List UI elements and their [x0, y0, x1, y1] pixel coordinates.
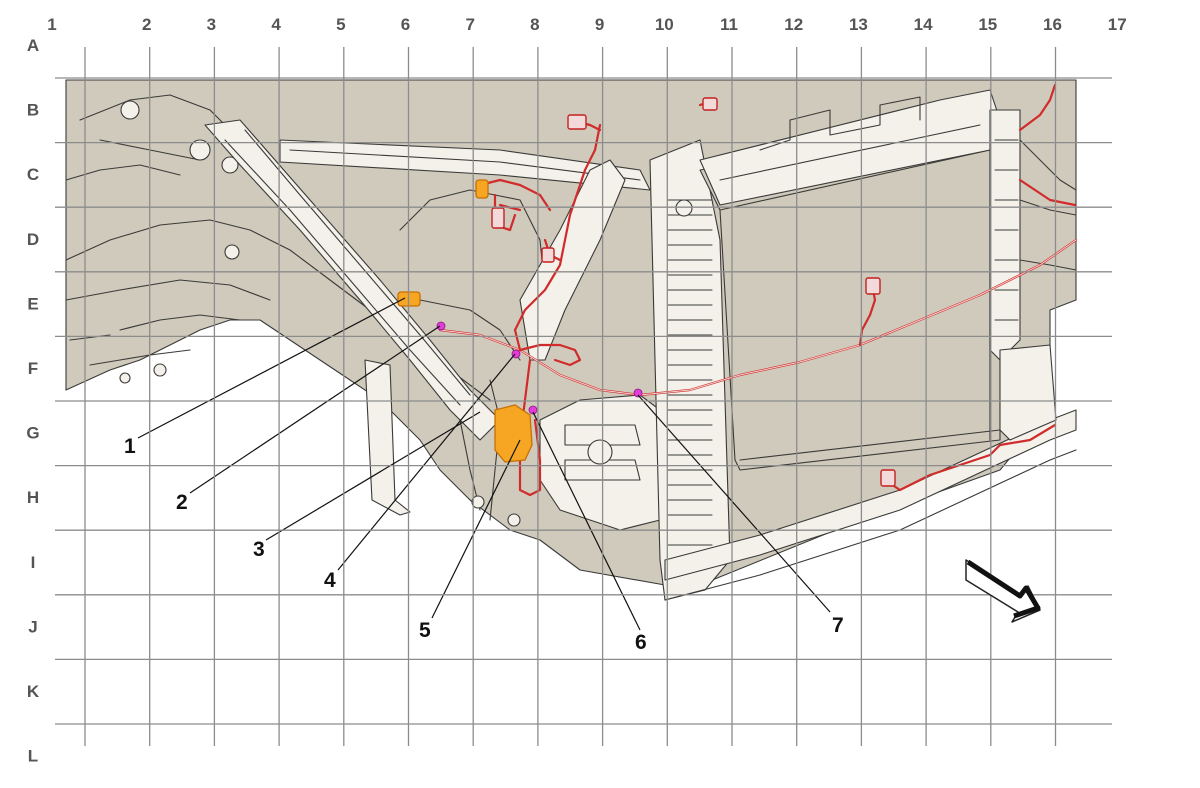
harness-branch-lower-right	[883, 423, 1057, 492]
right-tank-fins	[994, 139, 1019, 321]
connector-red-c8	[491, 207, 505, 229]
column-label: 3	[207, 15, 216, 34]
mount-hole	[471, 495, 485, 509]
column-label: 9	[595, 15, 604, 34]
callout-label-4: 4	[324, 569, 336, 592]
tray-hole	[587, 439, 613, 465]
column-label: 8	[530, 15, 539, 34]
column-label: 12	[784, 15, 803, 34]
column-label: 15	[978, 15, 997, 34]
callout-label-6: 6	[635, 631, 647, 654]
connector-orange-c8	[475, 179, 489, 199]
column-label: 7	[465, 15, 474, 34]
column-label: 14	[914, 15, 933, 34]
mount-hole	[153, 363, 167, 377]
column-label: 10	[655, 15, 674, 34]
connector-red-d9	[541, 247, 555, 263]
connector-red-b11	[702, 97, 718, 111]
column-label: 11	[720, 15, 738, 34]
row-labels: A B C D E F G H I J K L	[26, 36, 39, 766]
harness-branch-upper	[513, 123, 602, 352]
callout-label-2: 2	[176, 491, 188, 514]
leader-1	[137, 297, 406, 439]
leader-6	[532, 411, 641, 631]
front-direction-arrow-icon	[965, 559, 1041, 623]
right-upper-structure	[1019, 139, 1077, 271]
connector-red-b9	[567, 114, 587, 130]
right-lower-bracket	[999, 344, 1057, 441]
column-label: 4	[271, 15, 281, 34]
mount-hole	[119, 372, 131, 384]
row-label: G	[26, 424, 39, 443]
mount-hole	[507, 513, 521, 527]
right-side-tank	[989, 109, 1021, 361]
callout-labels: 1 2 3 4 5 6 7	[124, 435, 844, 654]
row-label: D	[27, 230, 39, 249]
row-label: E	[27, 294, 38, 313]
leader-3	[265, 411, 481, 541]
harness-branch-right-up	[1018, 83, 1077, 207]
row-label: C	[27, 165, 39, 184]
row-label: I	[31, 553, 36, 572]
mount-hole	[189, 139, 211, 161]
row-label: H	[27, 488, 39, 507]
connector-orange-g8	[494, 404, 533, 463]
mount-hole	[224, 244, 240, 260]
leader-7	[637, 394, 831, 613]
callout-label-3: 3	[253, 538, 265, 561]
column-label: 1	[47, 15, 56, 34]
vertical-bracket	[364, 359, 411, 516]
pin-magenta-f7	[436, 321, 446, 331]
lower-tray-slot	[564, 424, 641, 481]
reference-grid	[55, 47, 1112, 746]
upper-cross-beam	[279, 139, 651, 191]
row-label: L	[28, 747, 38, 766]
radiator-fins	[667, 199, 713, 546]
leader-4	[337, 353, 516, 571]
harness-branch-f8	[518, 343, 582, 367]
callout-label-1: 1	[124, 435, 136, 458]
lower-bumper-beam	[664, 409, 1077, 581]
connector-red-h14	[880, 469, 896, 487]
vehicle-view	[65, 79, 1077, 601]
column-label: 5	[336, 15, 345, 34]
mount-hole	[120, 100, 140, 120]
frame-rail-edge	[224, 129, 471, 406]
column-label: 16	[1043, 15, 1062, 34]
row-label: B	[27, 101, 39, 120]
row-label: K	[27, 682, 40, 701]
row-label: F	[28, 359, 38, 378]
mount-hole	[221, 156, 239, 174]
callout-label-5: 5	[419, 619, 431, 642]
callout-label-7: 7	[832, 614, 844, 637]
column-label: 13	[849, 15, 868, 34]
row-label: J	[28, 617, 37, 636]
connector-red-e13	[865, 277, 881, 295]
mount-hole	[675, 199, 693, 217]
top-shroud-detail	[719, 96, 981, 181]
row-label: A	[27, 36, 39, 55]
pin-magenta-g8	[528, 405, 538, 415]
leader-5	[431, 439, 521, 619]
column-label: 6	[401, 15, 410, 34]
pin-magenta-f10	[633, 388, 643, 398]
column-label: 2	[142, 15, 151, 34]
column-label: 17	[1108, 15, 1127, 34]
